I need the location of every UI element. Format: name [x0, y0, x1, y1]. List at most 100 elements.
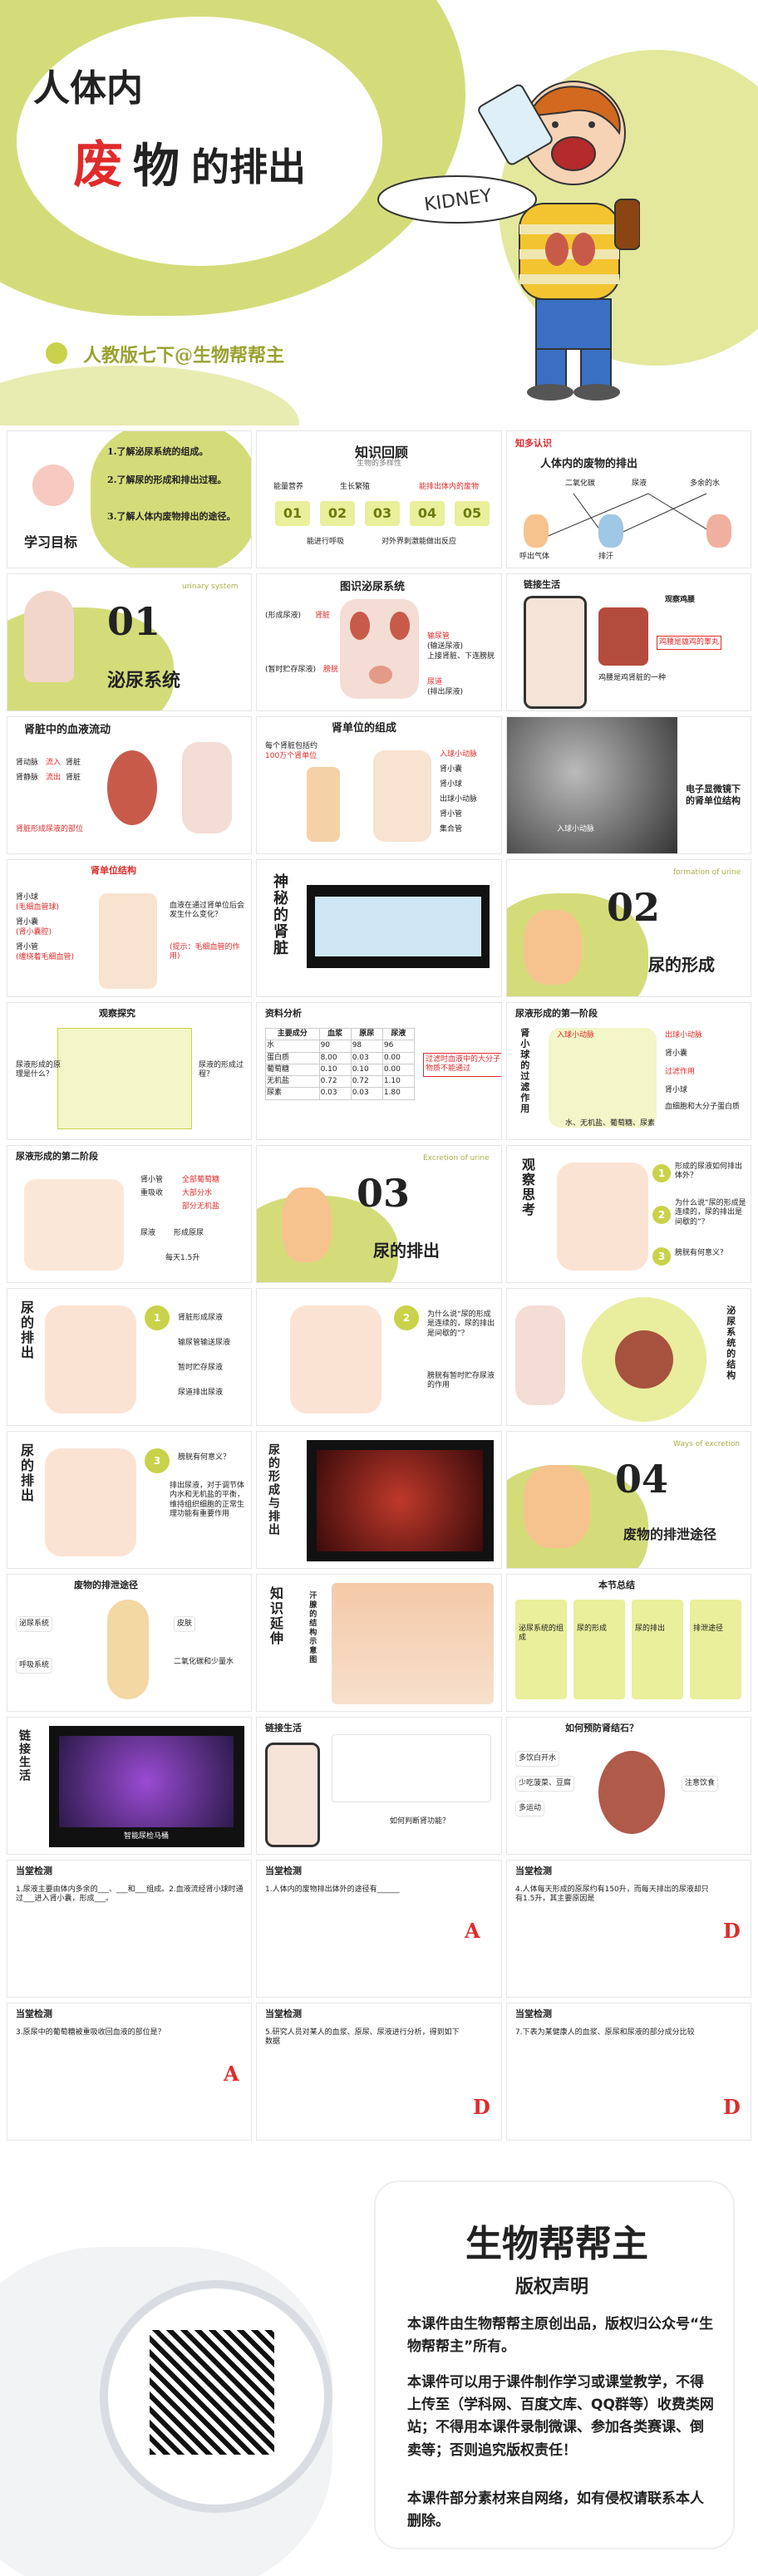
exc2-q: 为什么说“尿的形成是连续的，尿的排出是间歇的”？ [427, 1310, 495, 1338]
slide-life-link-2: 链接生活 如何判断肾功能？ [256, 1717, 502, 1855]
ll2-tag: 链接生活 [265, 1723, 302, 1733]
bf-l2: 流入 [46, 759, 62, 767]
life-note: 鸡腰是鸡肾脏的一种 [598, 674, 667, 682]
th-col0: 主要成分 [265, 1027, 320, 1041]
bg-blob [91, 431, 251, 568]
bladder [369, 666, 392, 684]
slide-quiz-2: 当堂检测 1.人体内的废物排出体外的途径有______ A [256, 1860, 502, 1998]
video-frame[interactable] [59, 1736, 234, 1827]
summary-l4: 排泄途径 [693, 1625, 724, 1633]
cell: 90 [318, 1040, 352, 1053]
slide-excretion-3: 尿的排出 3 膀胱有何意义？ 排出尿液，对于调节体内水和无机盐的平衡，维持组织细… [7, 1431, 252, 1569]
q2-answer: A [465, 1919, 480, 1943]
ns-l4: (肾小囊腔) [16, 928, 52, 937]
ns-l6: (缠绕着毛细血管) [16, 953, 75, 961]
video-frame[interactable] [317, 1450, 483, 1551]
slide-quiz-6: 当堂检测 7.下表为某健康人的血浆、原尿和尿液的部分成分比较 D [506, 2003, 751, 2141]
stage1-title: 尿液形成的第一阶段 [515, 1008, 598, 1019]
cell: 0.10 [350, 1063, 383, 1077]
body-silhouette [107, 1600, 149, 1699]
exc-l3: 暂时贮存尿液 [178, 1364, 224, 1372]
th-col2: 原尿 [350, 1027, 383, 1041]
ns-title: 肾单位结构 [91, 865, 136, 876]
q4-text: 3.原尿中的葡萄糖被重吸收回血液的部位是？ [16, 2028, 165, 2037]
explore-q1: 尿液形成的原理是什么？ [16, 1061, 62, 1079]
review-bottom-label-2: 对外界刺激能做出反应 [381, 538, 457, 546]
cell: 98 [350, 1040, 383, 1053]
cover-title-rest: 的排出 [191, 145, 306, 189]
slide-urinary-diagram: 图识泌尿系统 (形成尿液) 肾脏 (暂时贮存尿液) 膀胱 输尿管 (输送尿液) … [256, 573, 502, 711]
cell: 0.72 [350, 1074, 383, 1089]
slide-section-03: 03 尿的排出 Excretion of urine [256, 1145, 502, 1283]
slide-urinary-structure: 泌尿系统的结构 [506, 1288, 751, 1426]
skin-diagram [332, 1583, 494, 1704]
review-item-2: 02 [320, 501, 355, 526]
cell: 1.80 [381, 1087, 416, 1100]
review-title: 知识回顾 [355, 445, 409, 460]
goal-3: 3.了解人体内废物排出的途径。 [107, 511, 236, 522]
life-a: 鸡腰是雄鸡的睾丸 [657, 636, 722, 651]
section-number: 03 [357, 1171, 411, 1216]
num-1: 1 [652, 1164, 671, 1182]
q2-text: 1.人体内的废物排出体外的途径有______ [265, 1885, 400, 1894]
ns-l5: 肾小管 [16, 943, 39, 951]
kids-illustration [524, 910, 582, 985]
cell: 0.00 [381, 1063, 416, 1077]
slide-quiz-4: 当堂检测 3.原尿中的葡萄糖被重吸收回血液的部位是？ A [7, 2003, 252, 2141]
route-urinary: 泌尿系统 [16, 1616, 53, 1633]
cover-boy-illustration: KIDNEY [377, 81, 640, 401]
exc3-a: 排出尿液，对于调节体内水和无机盐的平衡，维持组织细胞的正常生理功能有重要作用 [170, 1482, 245, 1518]
body-graphic [290, 1305, 381, 1413]
slide-excretion-routes: 废物的排泄途径 泌尿系统 皮肤 呼吸系统 二氧化碳和少量水 [7, 1574, 252, 1712]
section-number: 01 [107, 599, 161, 644]
section-title: 废物的排泄途径 [623, 1526, 717, 1542]
slide-smart-toilet: 链接生活 智能尿检马桶 [7, 1717, 252, 1855]
brand-item-3: 本课件部分素材来自网络，如有侵权请联系本人删除。 [407, 2490, 704, 2530]
brand-item-1: 本课件由生物帮帮主原创出品，版权归公众号“生物帮帮主”所有。 [407, 2316, 714, 2356]
data-note: 过滤时血液中的大分子物质不能通过 [423, 1053, 501, 1077]
ll2-text-card [332, 1734, 491, 1802]
data-title: 资料分析 [265, 1008, 302, 1019]
np-l5: 肾小球 [440, 780, 463, 789]
s17-l4: 大部分水 [182, 1189, 213, 1197]
video-frame[interactable] [315, 897, 481, 956]
s17-l2: 重吸收 [140, 1189, 164, 1197]
bf-l4: 肾静脉 [16, 774, 39, 782]
brand-card [374, 2180, 735, 2549]
cell: 蛋白质 [265, 1051, 320, 1064]
cell: 葡萄糖 [265, 1063, 320, 1077]
ns-l3: 肾小囊 [16, 918, 39, 927]
body-graphic [45, 1448, 136, 1556]
ns-l2: (毛细血管球) [16, 903, 60, 912]
obs-q1: 形成的尿液如何排出体外？ [675, 1163, 743, 1181]
s16-l6: 血细胞和大分子蛋白质 [665, 1103, 741, 1111]
exc-vertical: 尿的排出 [18, 1300, 34, 1360]
slide-intro-waste: 知多认识 人体内的废物的排出 二氧化碳 尿液 多余的水 呼出气体 排汗 [506, 430, 751, 568]
qr-code[interactable] [150, 2330, 274, 2455]
slide-quiz-5: 当堂检测 5.研究人员对某人的血浆、原尿、尿液进行分析，得到如下数据 D [256, 2003, 502, 2141]
cell: 0.72 [318, 1074, 352, 1089]
cover-blob-bottom [0, 366, 299, 425]
section-tag: Excretion of urine [423, 1154, 490, 1163]
cell: 尿素 [265, 1087, 320, 1100]
nephron-title: 肾单位的组成 [332, 722, 397, 735]
obs-q2: 为什么说“尿的形成是连续的，尿的排出是间歇的”？ [675, 1199, 746, 1227]
np-l8: 集合管 [440, 825, 463, 833]
summary-l3: 尿的排出 [635, 1625, 666, 1633]
goal-1: 1.了解泌尿系统的组成。 [107, 446, 209, 457]
intro-person-2 [598, 514, 623, 548]
slide-nephron: 肾单位的组成 每个肾脏包括约 100万个肾单位 入球小动脉 肾小囊 肾小球 出球… [256, 716, 502, 854]
blood-title: 肾脏中的血液流动 [24, 724, 111, 736]
cell: 0.10 [318, 1063, 352, 1077]
cell: 水 [265, 1040, 320, 1053]
ns-r1: 血液在通过肾单位后会发生什么变化？ [170, 902, 245, 920]
urinary-graphic [515, 1305, 565, 1405]
cell: 0.00 [381, 1051, 416, 1064]
slide-observe-think: 观察思考 1 2 3 形成的尿液如何排出体外？ 为什么说“尿的形成是连续的，尿的… [506, 1145, 751, 1283]
nephron-graphic [307, 767, 340, 842]
stage2-graphic [24, 1179, 124, 1271]
